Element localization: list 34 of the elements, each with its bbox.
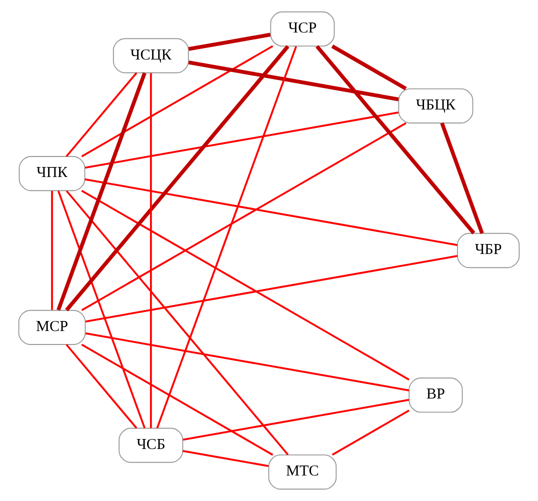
connector (150, 73, 152, 428)
connector (84, 178, 458, 246)
connector (66, 190, 289, 456)
node-box: ЧСЦК (112, 38, 189, 74)
connector (84, 112, 399, 169)
node-box: ЧБЦК (398, 88, 474, 124)
node-box: МТС (268, 454, 337, 490)
connector (81, 122, 406, 312)
connector (81, 190, 410, 381)
connector (56, 72, 146, 311)
node-box: ЧСР (270, 11, 335, 47)
connector (65, 45, 290, 312)
connector (85, 255, 458, 322)
node-box: ЧБР (457, 232, 520, 268)
connector (331, 44, 407, 90)
connector (66, 344, 138, 429)
node-box: МСР (18, 310, 86, 345)
connector (188, 60, 399, 102)
connector (182, 450, 269, 467)
connector (51, 190, 53, 310)
connector (440, 122, 484, 234)
connector (81, 344, 274, 456)
node-box: ЧСБ (118, 428, 184, 463)
connector (182, 398, 410, 441)
connector (188, 32, 271, 51)
connector (156, 46, 297, 429)
connector (85, 332, 410, 392)
connector (81, 45, 274, 158)
connector (316, 45, 476, 234)
connector (332, 410, 410, 456)
node-box: ВР (408, 378, 463, 413)
connector (57, 190, 146, 428)
node-box: ЧПК (18, 156, 86, 192)
connector (66, 72, 138, 158)
